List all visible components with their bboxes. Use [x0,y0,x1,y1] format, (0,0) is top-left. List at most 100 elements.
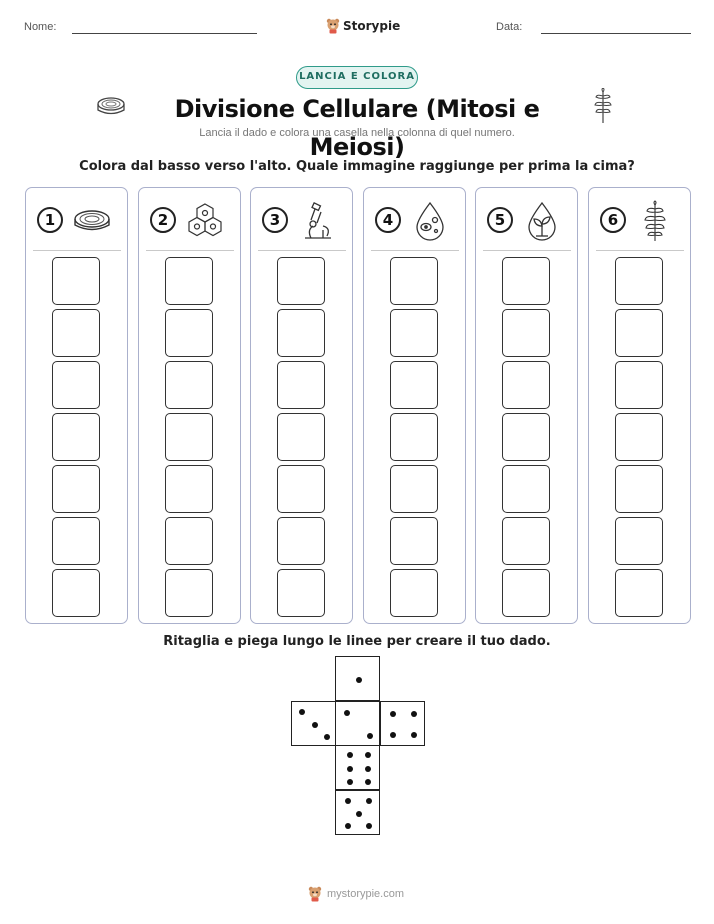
color-box[interactable] [165,413,213,461]
color-box[interactable] [52,569,100,617]
dice-pip [311,721,318,728]
color-box[interactable] [615,569,663,617]
color-box[interactable] [165,309,213,357]
instruction: Colora dal basso verso l'alto. Quale imm… [79,159,635,174]
dice-pip [390,731,397,738]
color-box[interactable] [52,517,100,565]
header: Nome: Storypie Data: [0,18,714,38]
fern-leaf-icon [635,200,675,242]
footer: mystorypie.com [308,886,404,902]
color-box[interactable] [277,465,325,513]
tree-ring-icon [97,97,125,115]
dice-pip [355,676,362,683]
subtitle: Lancia il dado e colora una casella nell… [199,127,515,139]
dice-pip [346,752,353,758]
dice-face-5 [335,790,380,835]
bear-mascot-icon [326,18,340,34]
color-box[interactable] [52,309,100,357]
color-box[interactable] [390,517,438,565]
color-box[interactable] [615,309,663,357]
dice-face-3 [291,701,336,746]
color-box[interactable] [52,413,100,461]
color-box[interactable] [502,465,550,513]
color-box[interactable] [502,517,550,565]
dice-pip [365,797,372,804]
title-row: Divisione Cellulare (Mitosi e Meiosi) [0,88,714,161]
column-divider [483,250,571,251]
date-line[interactable] [541,33,691,34]
column-header: 2 [139,188,240,250]
color-box[interactable] [165,465,213,513]
dice-pip [345,823,352,830]
color-box[interactable] [615,465,663,513]
color-box[interactable] [52,361,100,409]
color-box[interactable] [277,257,325,305]
color-box[interactable] [390,309,438,357]
color-box[interactable] [390,413,438,461]
color-box[interactable] [615,517,663,565]
cell-droplet-icon [410,200,450,242]
column-number: 3 [262,207,288,233]
dice-pip [364,779,371,785]
color-box[interactable] [277,361,325,409]
column-header: 5 [476,188,577,250]
color-box[interactable] [502,257,550,305]
color-box[interactable] [502,569,550,617]
color-box[interactable] [390,361,438,409]
column-5: 5 [475,187,578,624]
color-box[interactable] [502,361,550,409]
color-box[interactable] [277,413,325,461]
fern-leaf-icon [594,88,612,123]
honeycomb-cells-icon [185,200,225,242]
dice-pip [364,752,371,758]
dice-pip [390,711,397,718]
color-box[interactable] [165,361,213,409]
column-4: 4 [363,187,466,624]
microscope-icon [297,200,337,242]
column-2: 2 [138,187,241,624]
color-box[interactable] [502,309,550,357]
dice-pip [346,765,353,772]
column-header: 4 [364,188,465,250]
color-box[interactable] [502,413,550,461]
column-header: 3 [251,188,352,250]
color-box[interactable] [165,569,213,617]
column-header: 6 [589,188,690,250]
color-box[interactable] [277,517,325,565]
dice-pip [355,810,362,817]
color-box[interactable] [165,517,213,565]
dice-face-6 [335,745,380,790]
color-box[interactable] [390,569,438,617]
date-label: Data: [496,21,523,33]
brand-name: Storypie [343,19,401,33]
dice-pip [364,765,371,772]
color-box[interactable] [615,361,663,409]
color-box[interactable] [390,257,438,305]
dice-pip [410,731,417,738]
name-line[interactable] [72,33,257,34]
footer-url[interactable]: mystorypie.com [327,888,405,900]
color-box[interactable] [615,413,663,461]
color-box[interactable] [277,309,325,357]
column-divider [258,250,346,251]
color-box[interactable] [52,465,100,513]
bear-mascot-icon [308,886,322,902]
color-box[interactable] [277,569,325,617]
sprout-droplet-icon [522,200,562,242]
column-number: 5 [487,207,513,233]
color-box[interactable] [52,257,100,305]
color-box[interactable] [390,465,438,513]
color-box[interactable] [165,257,213,305]
dice-pip [298,708,305,715]
dice-pip [346,779,353,785]
column-3: 3 [250,187,353,624]
dice-pip [366,732,373,739]
column-divider [146,250,234,251]
dice-pip [365,823,372,830]
brand-logo: Storypie [326,18,400,34]
color-box[interactable] [615,257,663,305]
column-6: 6 [588,187,691,624]
column-number: 4 [375,207,401,233]
column-header: 1 [26,188,127,250]
column-1: 1 [25,187,128,624]
